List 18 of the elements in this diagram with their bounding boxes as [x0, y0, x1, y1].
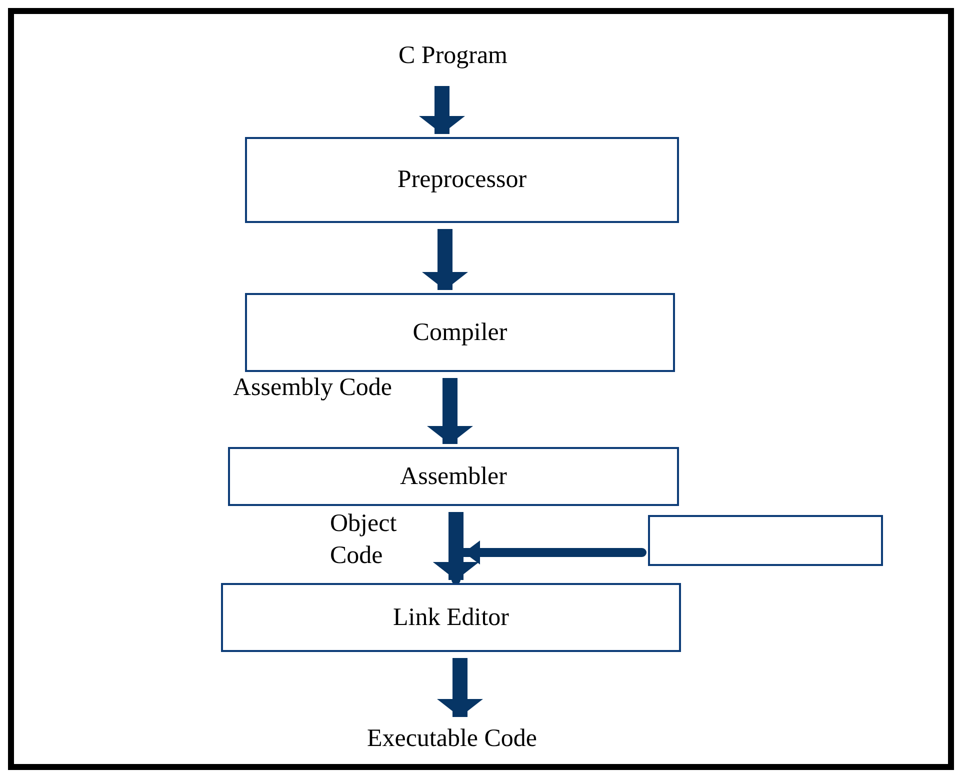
box-label: Assembler — [400, 462, 507, 490]
process-box — [245, 293, 675, 372]
process-box — [245, 137, 679, 223]
process-box — [221, 583, 681, 652]
arrow — [433, 540, 646, 584]
arrow — [422, 229, 468, 290]
edge-label: Object Code — [330, 509, 398, 571]
box-label: Link Editor — [393, 604, 509, 632]
arrow — [427, 378, 473, 444]
arrow — [437, 658, 483, 717]
input-label: C Program — [370, 36, 536, 76]
box-label: Preprocessor — [397, 166, 527, 194]
empty-box — [648, 515, 883, 566]
edge-label: Assembly Code — [233, 373, 392, 403]
box-label: Compiler — [412, 318, 508, 346]
arrow — [419, 86, 465, 134]
process-box — [228, 447, 679, 506]
output-label: Executable Code — [340, 720, 564, 758]
